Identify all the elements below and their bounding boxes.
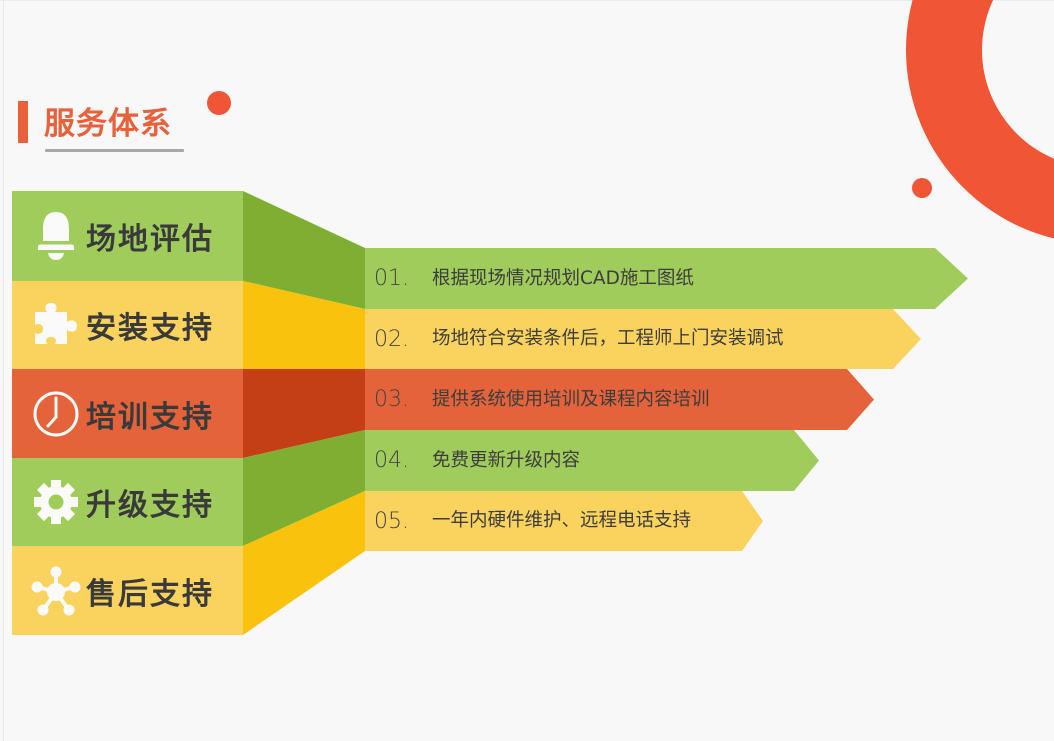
item-number: 03. xyxy=(374,387,409,412)
item-arrow-2 xyxy=(365,309,921,369)
puzzle-icon xyxy=(30,299,82,351)
category-site-assessment: 场地评估 xyxy=(12,191,243,281)
category-label: 培训支持 xyxy=(86,399,214,435)
item-arrow-1 xyxy=(365,248,968,309)
service-item-4: 04. 免费更新升级内容 xyxy=(365,430,785,491)
frame-left-border xyxy=(3,0,4,741)
category-after-sales-support: 售后支持 xyxy=(12,546,243,635)
connector-3 xyxy=(243,369,365,458)
service-item-3: 03. 提供系统使用培训及课程内容培训 xyxy=(365,369,835,430)
clock-icon xyxy=(30,388,82,440)
decorative-dot-small xyxy=(912,178,932,198)
item-text: 免费更新升级内容 xyxy=(432,449,581,471)
gear-icon xyxy=(30,476,82,528)
category-label: 升级支持 xyxy=(86,488,214,523)
decorative-dot-title xyxy=(207,91,231,115)
title-underline xyxy=(45,149,184,152)
item-number: 02. xyxy=(374,326,409,352)
frame-top-border xyxy=(0,0,1054,1)
service-item-5: 05. 一年内硬件维护、远程电话支持 xyxy=(365,491,725,551)
connector-2 xyxy=(243,281,365,369)
item-number: 01. xyxy=(374,266,409,291)
item-arrow-4 xyxy=(365,430,819,491)
category-label: 安装支持 xyxy=(86,311,214,346)
category-installation-support: 安装支持 xyxy=(12,281,243,369)
item-arrow-3 xyxy=(365,369,874,430)
service-item-1: 01. 根据现场情况规划CAD施工图纸 xyxy=(365,248,905,309)
page-title: 服务体系 xyxy=(44,106,172,142)
category-upgrade-support: 升级支持 xyxy=(12,458,243,546)
item-number: 04. xyxy=(374,448,409,473)
category-label: 场地评估 xyxy=(86,222,214,257)
item-text: 一年内硬件维护、远程电话支持 xyxy=(432,510,692,531)
bell-icon xyxy=(30,210,82,262)
decorative-ring xyxy=(906,0,1054,239)
title-accent-bar xyxy=(18,101,28,143)
item-text: 提供系统使用培训及课程内容培训 xyxy=(432,388,710,410)
item-text: 场地符合安装条件后，工程师上门安装调试 xyxy=(432,328,784,349)
connector-5 xyxy=(243,491,365,635)
category-label: 售后支持 xyxy=(86,576,214,612)
category-training-support: 培训支持 xyxy=(12,369,243,458)
connector-4 xyxy=(243,430,365,546)
connector-1 xyxy=(243,191,365,309)
category-block-3 xyxy=(12,369,243,458)
network-icon xyxy=(30,565,82,617)
item-arrow-5 xyxy=(365,491,763,551)
service-item-2: 02. 场地符合安装条件后，工程师上门安装调试 xyxy=(365,309,885,369)
item-text: 根据现场情况规划CAD施工图纸 xyxy=(432,267,694,289)
item-number: 05. xyxy=(374,508,409,534)
